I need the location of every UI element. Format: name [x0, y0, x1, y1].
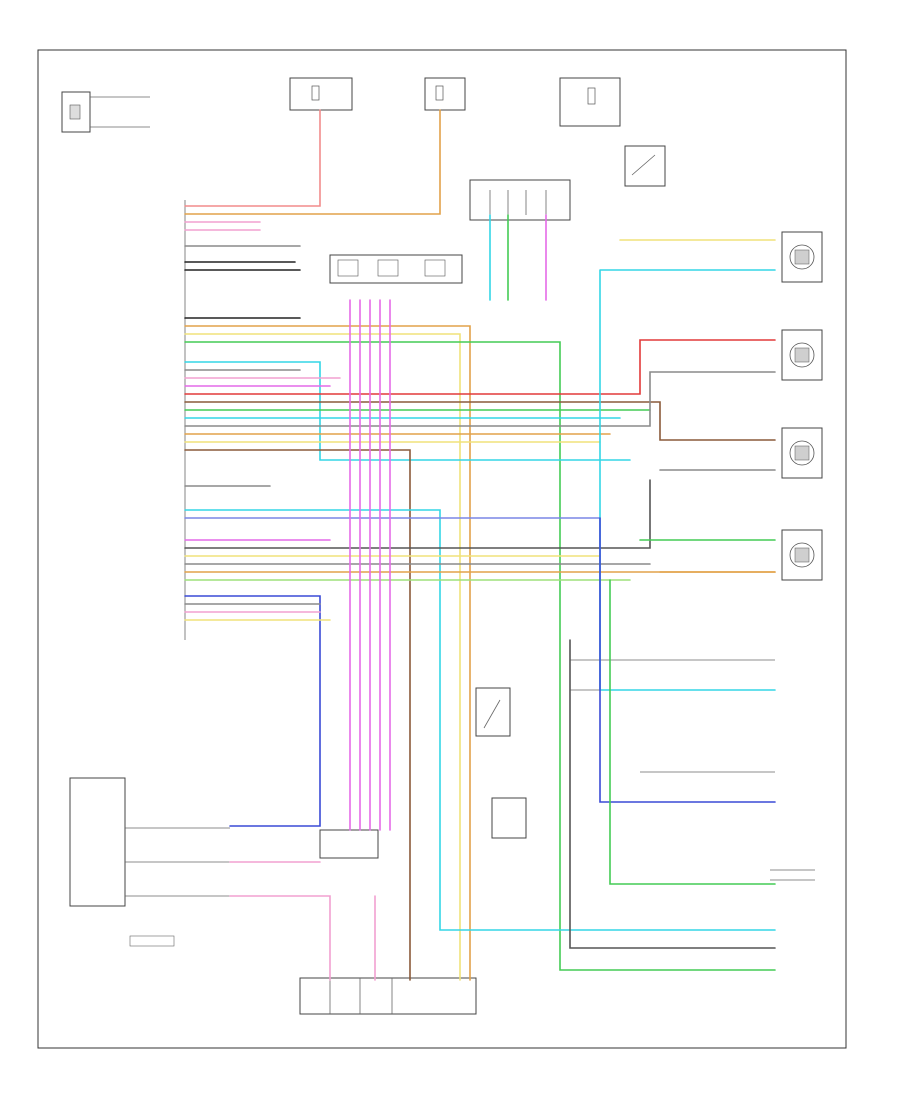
wire-black-steer [569, 639, 776, 949]
wire-cyan-2 [184, 361, 631, 461]
wire-red-battery [184, 109, 321, 207]
wire-orange-ignition [184, 109, 441, 215]
left-rear-wheel-speed-sensor [781, 329, 823, 381]
wire-yellow-2 [184, 333, 461, 981]
fuse-block-left [289, 77, 353, 111]
powertrain-control-module [299, 977, 477, 1015]
wire-green-2 [184, 341, 776, 971]
diagram-frame [37, 49, 847, 1049]
figure-id [42, 1041, 43, 1047]
instrument-panel-cluster [69, 777, 230, 947]
top-left-sensor [61, 91, 150, 133]
wire-red-wss [184, 339, 776, 395]
data-link-connector [469, 179, 571, 221]
steering-wheel-position-sensor [770, 869, 815, 881]
wire-pink-cluster-2 [229, 895, 331, 981]
wire-brown-wss [184, 401, 776, 441]
wire-orange-2 [184, 325, 471, 981]
brake-fluid-level-switch [491, 797, 527, 839]
wires [184, 109, 776, 981]
wire-black-4 [184, 479, 651, 549]
inline-fuse-block [329, 254, 463, 284]
wire-cyan-lf [599, 269, 776, 691]
right-rear-wheel-speed-sensor [781, 427, 823, 479]
left-front-wheel-speed-sensor [781, 231, 823, 283]
yaw-rate-sensor [640, 771, 775, 803]
wire-brown-2 [184, 449, 411, 981]
wire-green-yaw [609, 579, 776, 885]
wire-gray-wss [184, 371, 776, 427]
traction-control-switch [475, 687, 511, 737]
splice-pack [319, 829, 379, 859]
wire-blue-yaw [599, 517, 776, 803]
fuse-block-center [424, 77, 466, 111]
stop-lamp-switch [624, 145, 666, 187]
right-front-wheel-speed-sensor [781, 529, 823, 581]
wire-blue-3 [184, 595, 321, 827]
wire-cyan-3 [184, 509, 776, 931]
fuse-block-right [559, 77, 621, 127]
